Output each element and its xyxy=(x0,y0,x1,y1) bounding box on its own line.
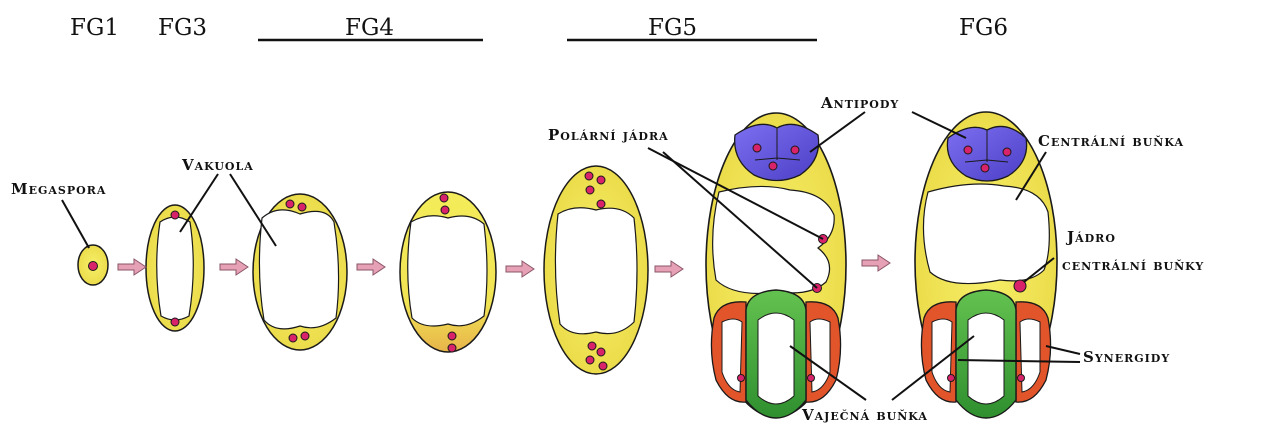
arrow-icon xyxy=(118,259,146,275)
central-vacuole xyxy=(713,186,835,293)
label-megaspora: Megaspora xyxy=(11,180,106,198)
cell-megaspora xyxy=(78,245,108,285)
cell-fg6 xyxy=(915,112,1057,418)
stage-title-fg4: FG4 xyxy=(345,15,394,41)
arrow-icon xyxy=(655,261,683,277)
label-polarni-jadra: Polární jádra xyxy=(548,126,669,144)
label-centralni-bunka: Centrální buňka xyxy=(1038,132,1184,150)
cell-fg5-late xyxy=(706,113,846,418)
stage-title-fg5: FG5 xyxy=(648,15,697,41)
central-vacuole xyxy=(923,184,1049,284)
label-antipody: Antipody xyxy=(820,94,899,112)
stage-title-fg1: FG1 xyxy=(70,15,119,41)
arrow-icon xyxy=(220,259,248,275)
cell-fg4-a xyxy=(253,194,347,350)
arrow-icon xyxy=(506,261,534,277)
label-jadro-line1: Jádro xyxy=(1065,228,1116,246)
stage-title-fg6: FG6 xyxy=(959,15,1008,41)
label-jadro-line2: centrální buňky xyxy=(1062,256,1204,274)
cell-fg4-b xyxy=(400,192,496,352)
nucleus xyxy=(89,262,98,271)
label-vakuola: Vakuola xyxy=(181,156,254,174)
arrow-icon xyxy=(357,259,385,275)
arrow-icon xyxy=(862,255,890,271)
cell-fg5-early xyxy=(544,166,648,374)
stage-title-fg3: FG3 xyxy=(158,15,207,41)
label-vajecna-bunka: Vaječná buňka xyxy=(801,406,928,424)
label-synergidy: Synergidy xyxy=(1083,348,1170,366)
cell-fg3 xyxy=(146,205,204,331)
